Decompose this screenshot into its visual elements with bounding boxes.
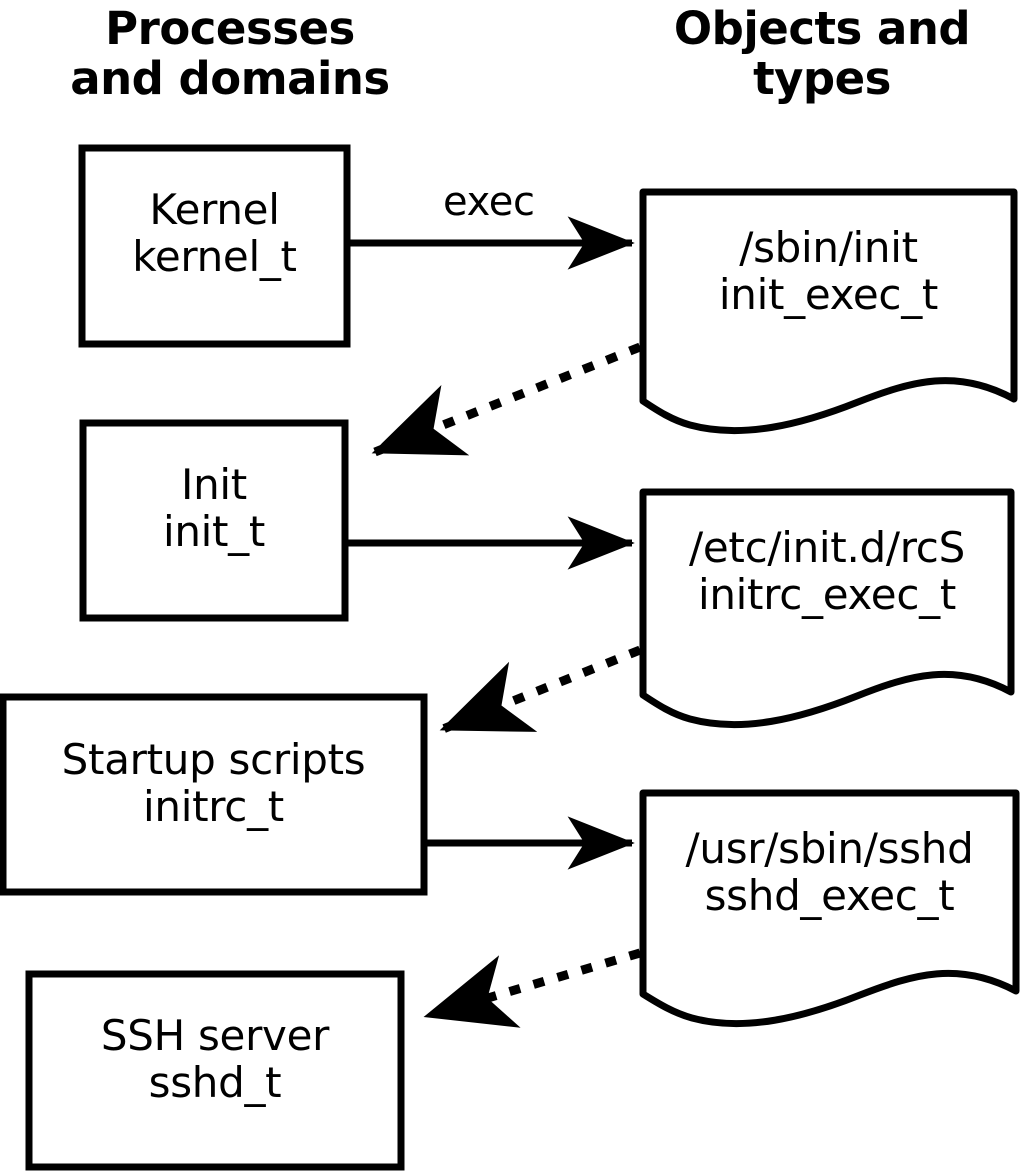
column-header-objects-line2: types [753, 52, 891, 106]
column-header-processes-line1: Processes [105, 2, 355, 55]
column-header-objects: Objects and types [620, 2, 1024, 106]
edge-init_exec-transition-init[interactable] [371, 342, 642, 457]
column-header-objects-line1: Objects and [673, 2, 971, 55]
edge-initrc_exec-transition-initrc[interactable] [439, 645, 642, 734]
edge-label-exec: exec [443, 179, 535, 225]
column-header-processes: Processes and domains [30, 2, 430, 106]
process-node-sshd[interactable] [25, 970, 405, 1171]
column-header-processes-line2: and domains [70, 52, 390, 106]
object-node-init_exec[interactable] [639, 188, 1018, 435]
object-node-sshd_exec[interactable] [639, 789, 1020, 1028]
edge-sshd_exec-transition-sshd[interactable] [423, 948, 642, 1028]
object-node-initrc_exec[interactable] [639, 488, 1015, 729]
process-node-initrc[interactable] [0, 693, 428, 896]
process-node-init[interactable] [79, 419, 349, 622]
process-node-kernel[interactable] [78, 144, 351, 348]
